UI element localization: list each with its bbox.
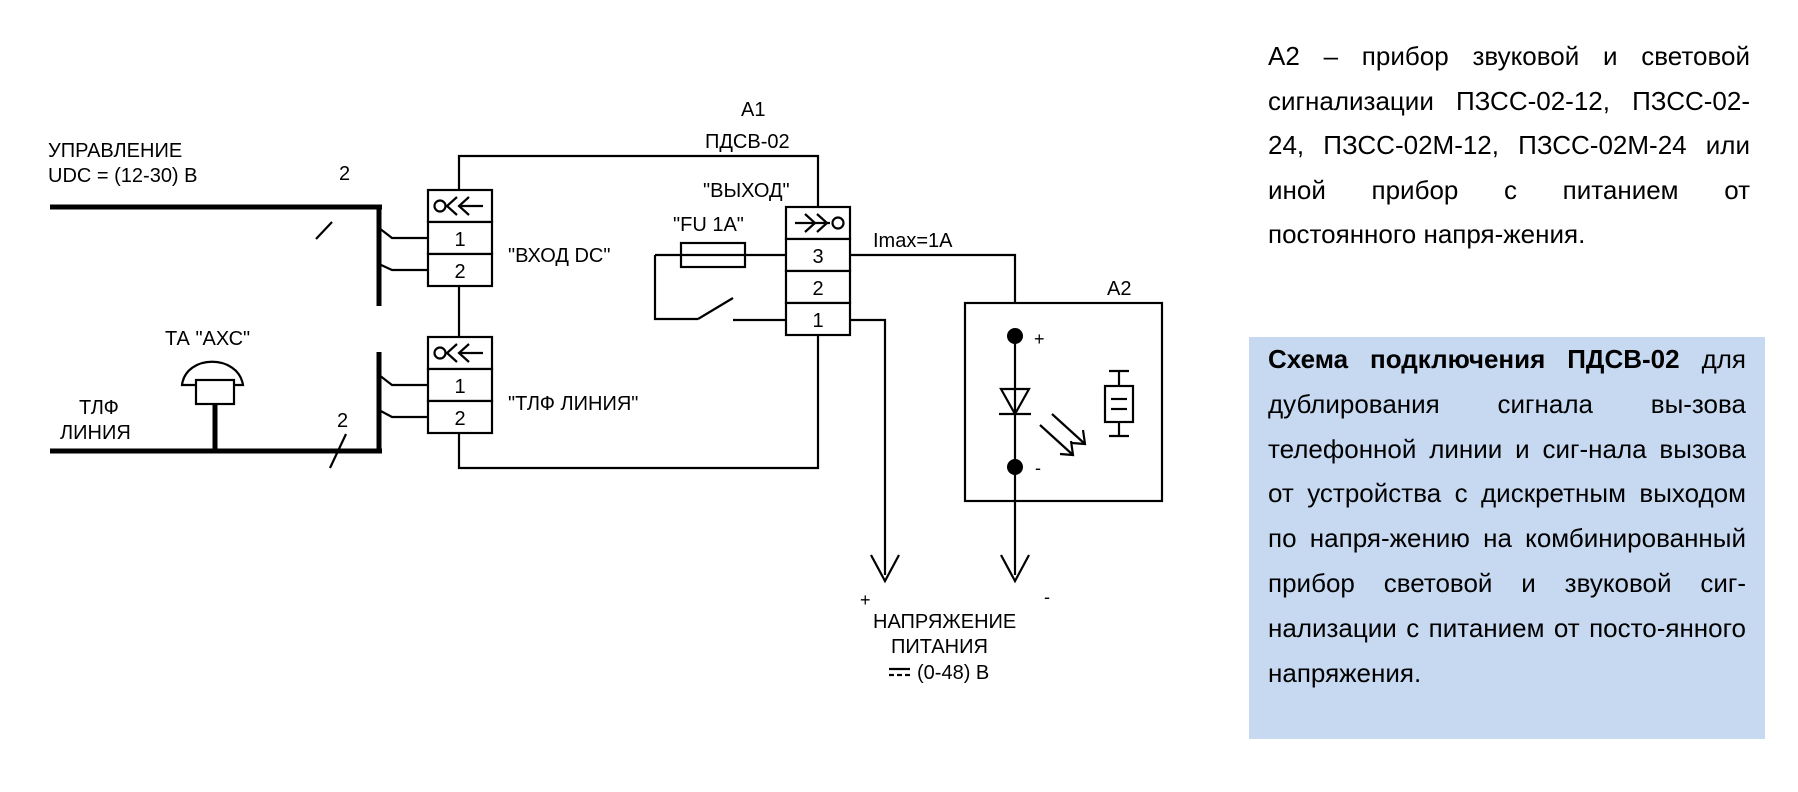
- led-icon: [999, 387, 1087, 457]
- output-label: "ВЫХОД": [703, 180, 790, 202]
- supply-label-line2: ПИТАНИЯ: [891, 636, 988, 658]
- output-pin-1: 1: [812, 310, 823, 332]
- phone-wire-2: [378, 409, 428, 419]
- supply-plus-wire: [850, 318, 887, 575]
- input-pin-1: 1: [454, 229, 465, 251]
- input-wire-2: [378, 263, 428, 272]
- switch-contact: [697, 297, 734, 320]
- phone-line-connector: 1 2: [426, 335, 494, 435]
- a2-plus-label: +: [1034, 329, 1045, 349]
- control-voltage: UDC = (12-30) В: [48, 165, 198, 187]
- a2-description: А2 – прибор звуковой и световой сигнализ…: [1268, 41, 1750, 249]
- output-pin-3: 3: [812, 246, 823, 268]
- caption-box: Схема подключения ПДСВ-02 для дублирован…: [1249, 337, 1765, 739]
- telephone-set-icon: [180, 360, 245, 451]
- phone-label-line2: ЛИНИЯ: [60, 422, 131, 444]
- a1-enclosure-top-wire: [457, 154, 820, 207]
- switch-loop-wire: [653, 255, 698, 321]
- output-pin-2: 2: [812, 278, 823, 300]
- input-dc-connector: 1 2: [426, 188, 494, 288]
- a2-ref: А2: [1107, 278, 1131, 300]
- a1-ref: А1: [741, 99, 765, 121]
- phone-pin-2: 2: [454, 408, 465, 430]
- phone-label-line1: ТЛФ: [79, 397, 119, 419]
- output-connector: 3 2 1: [784, 205, 852, 337]
- supply-label-line1: НАПРЯЖЕНИЕ: [873, 611, 1016, 633]
- phone-wire-count: 2: [337, 410, 348, 432]
- phone-wire-1: [378, 374, 428, 387]
- caption-title: Схема подключения ПДСВ-02: [1268, 344, 1680, 374]
- phone-set-label: ТА "АХС": [165, 328, 250, 350]
- control-wire-count: 2: [339, 163, 350, 185]
- input-dc-label: "ВХОД DC": [508, 245, 610, 267]
- caption-text: для дублирования сигнала вы-зова телефон…: [1268, 344, 1746, 688]
- control-label: УПРАВЛЕНИЕ: [48, 140, 182, 162]
- fuse-label: "FU 1A": [673, 214, 744, 236]
- supply-label-line3: (0-48) В: [917, 662, 989, 684]
- a1-bottom-wire: [457, 336, 820, 470]
- phone-pin-1: 1: [454, 376, 465, 398]
- input-pin-2: 2: [454, 261, 465, 283]
- imax-label: Imax=1A: [873, 230, 953, 252]
- a2-minus-label: -: [1035, 458, 1041, 478]
- supply-plus-arrow: [870, 554, 900, 584]
- supply-plus-label: +: [860, 590, 871, 610]
- control-wire-count-tick: [315, 221, 333, 240]
- phone-wire-count-tick: [329, 433, 347, 469]
- buzzer-icon: [1103, 369, 1135, 438]
- supply-minus-label: -: [1044, 587, 1050, 607]
- input-wire-1: [378, 227, 428, 240]
- dc-symbol-icon: [889, 667, 910, 677]
- a1-model: ПДСВ-02: [705, 131, 790, 153]
- phone-line-label: "ТЛФ ЛИНИЯ": [508, 393, 638, 415]
- supply-minus-arrow: [1000, 554, 1030, 584]
